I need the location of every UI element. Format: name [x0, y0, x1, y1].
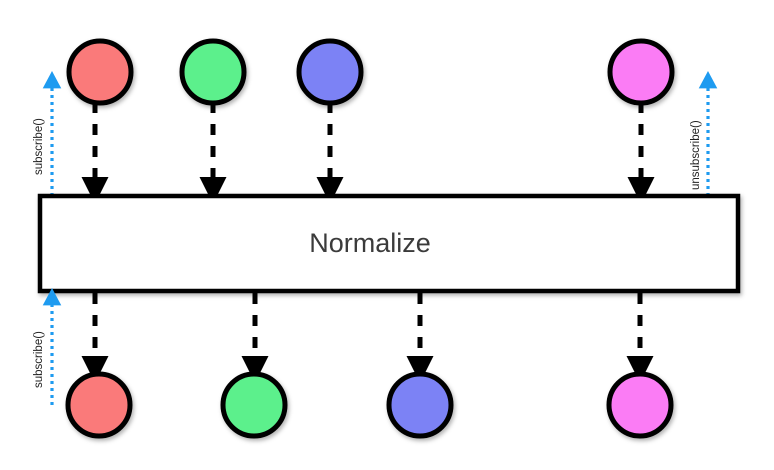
subscribe-top-label: subscribe()	[33, 118, 45, 175]
marble-red[interactable]	[65, 371, 133, 439]
marble-green[interactable]	[179, 38, 247, 106]
emission-arrows-in	[81, 102, 655, 205]
operator-box[interactable]: Normalize	[37, 193, 741, 294]
marble-green[interactable]	[220, 371, 288, 439]
marble-blue[interactable]	[386, 371, 454, 439]
unsubscribe-top-label: unsubscribe()	[690, 120, 702, 190]
marble-magenta[interactable]	[606, 371, 674, 439]
marble-magenta[interactable]	[607, 38, 675, 106]
source-timeline	[40, 38, 772, 106]
unsubscribe-top-annotation: unsubscribe()	[690, 71, 718, 196]
subscribe-bottom-annotation: subscribe()	[33, 288, 62, 405]
subscribe-top-annotation: subscribe()	[33, 71, 62, 196]
result-timeline	[40, 371, 739, 439]
emission-arrows-out	[81, 293, 654, 384]
operator-label: Normalize	[309, 228, 431, 258]
subscribe-bottom-label: subscribe()	[33, 331, 45, 388]
marble-blue[interactable]	[296, 38, 364, 106]
marble-red[interactable]	[66, 38, 134, 106]
operator-box-rect	[37, 193, 741, 294]
